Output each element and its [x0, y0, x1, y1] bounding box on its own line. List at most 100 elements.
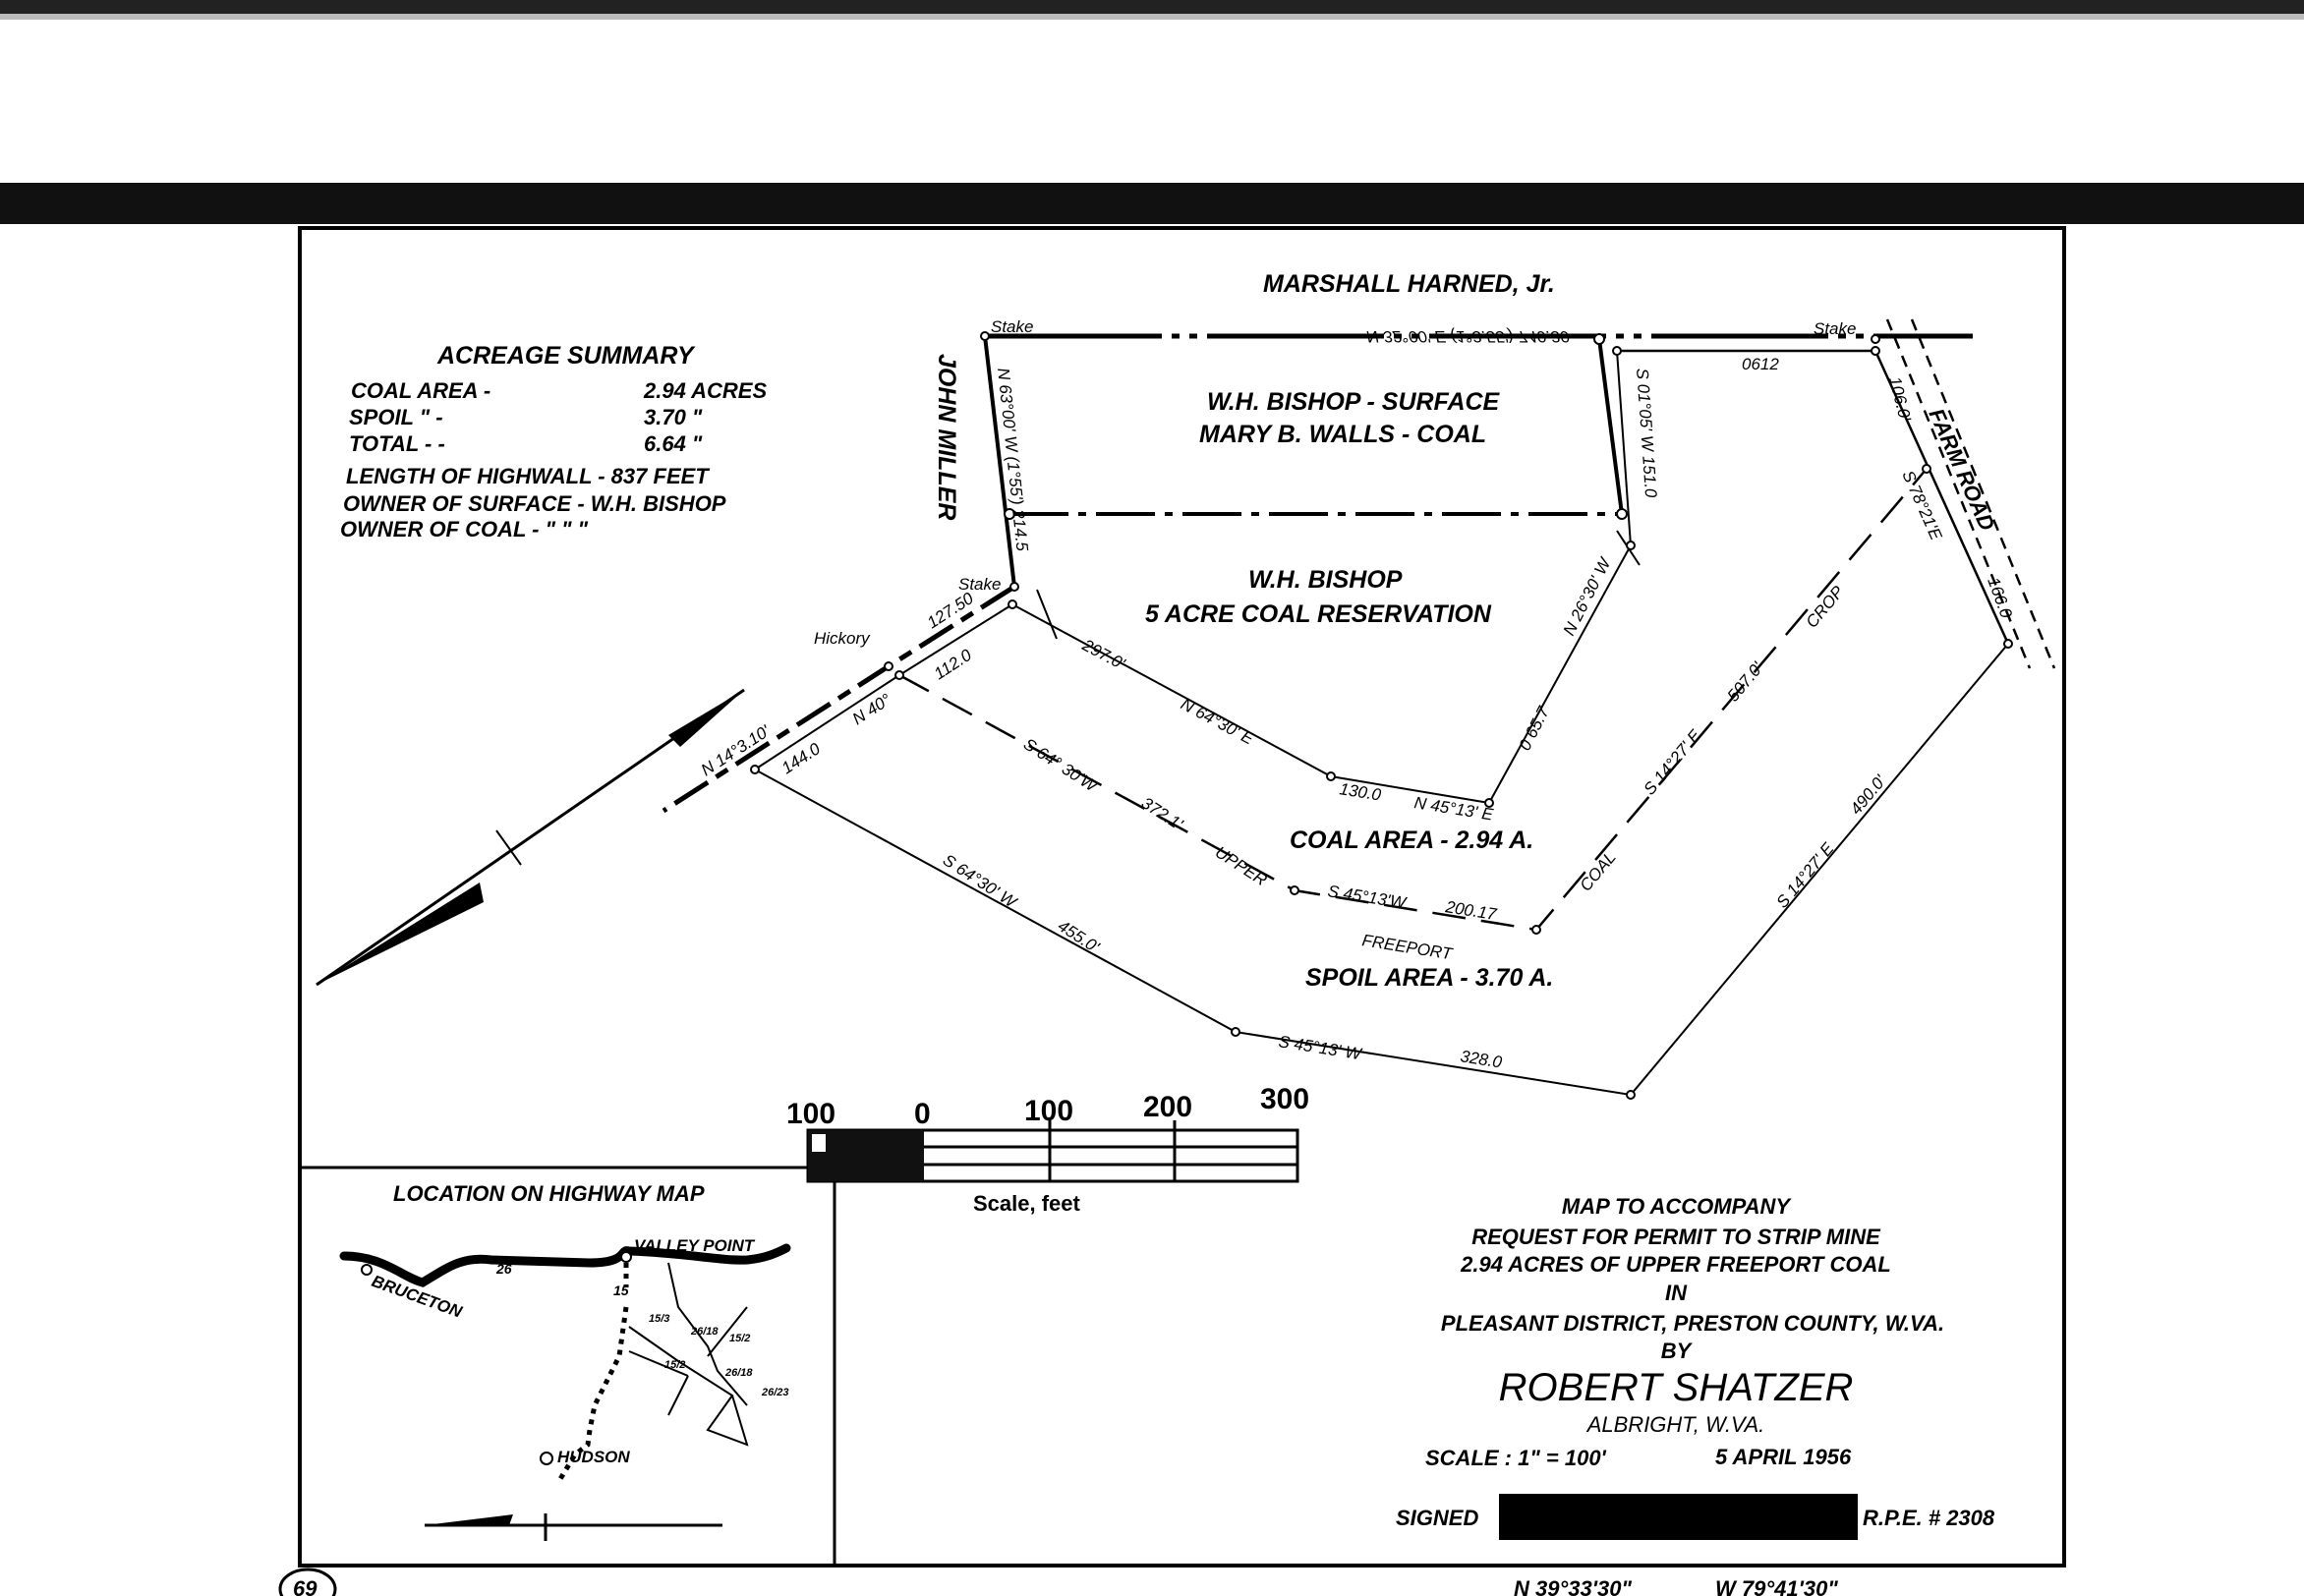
- call-upper-2: 372.1': [1138, 793, 1186, 833]
- coal-area-label: COAL AREA - 2.94 A.: [1290, 826, 1533, 854]
- upper-freeport-crop-line: [898, 468, 1928, 932]
- map-frame: [298, 226, 2066, 1568]
- east-tract-line: [1617, 349, 2010, 645]
- title-line-3: 2.94 ACRES OF UPPER FREEPORT COAL: [1460, 1252, 1891, 1277]
- title-line-6: BY: [1661, 1339, 1694, 1363]
- call-upper-4: 200.17: [1443, 897, 1498, 924]
- spoil-value: 3.70 ": [644, 405, 703, 429]
- call-coal-2: N 64°30' E: [1178, 695, 1257, 749]
- acreage-summary: ACREAGE SUMMARY COAL AREA - 2.94 ACRES S…: [340, 342, 767, 542]
- signature-redaction: [1499, 1494, 1858, 1540]
- author-location: ALBRIGHT, W.VA.: [1585, 1412, 1765, 1437]
- route-marker: 26/18: [690, 1326, 719, 1338]
- call-sw-5: 144.0: [778, 739, 824, 777]
- call-north-line: N 32°00' E (1°3.55') 740.30: [1366, 327, 1570, 346]
- highwall-length: LENGTH OF HIGHWALL - 837 FEET: [346, 464, 710, 488]
- route-marker: 26/23: [761, 1387, 789, 1398]
- scale-unit-label: Scale, feet: [973, 1191, 1081, 1216]
- scale-tick-label: 300: [1260, 1083, 1309, 1115]
- west-side-line: [754, 603, 1013, 770]
- inset-title: LOCATION ON HIGHWAY MAP: [393, 1181, 705, 1206]
- title-block: MAP TO ACCOMPANY REQUEST FOR PERMIT TO S…: [1396, 1194, 1995, 1540]
- call-spoil-3: S 45°13' W: [1277, 1032, 1364, 1063]
- route-marker: 26/18: [724, 1367, 753, 1379]
- coal-area-label: COAL AREA -: [351, 378, 490, 403]
- adjoiner-north-label: MARSHALL HARNED, Jr.: [1263, 270, 1555, 298]
- title-line-2: REQUEST FOR PERMIT TO STRIP MINE: [1471, 1225, 1881, 1249]
- call-spoil-2: 455.0': [1055, 916, 1103, 956]
- town-valley-point: VALLEY POINT: [634, 1236, 756, 1255]
- scale-tick-label: 200: [1143, 1091, 1192, 1123]
- scan-band-black: [0, 183, 2304, 224]
- tract-coal-owner: MARY B. WALLS - COAL: [1199, 421, 1486, 448]
- property-lines: [662, 318, 2056, 1100]
- call-spoil-1: S 64°30' W: [940, 850, 1021, 912]
- call-upper-5: S 14°27' E: [1641, 726, 1705, 799]
- latitude: N 39°33'30": [1514, 1576, 1632, 1596]
- title-line-5: PLEASANT DISTRICT, PRESTON COUNTY, W.VA.: [1441, 1311, 1944, 1336]
- stake-label-nw: Stake: [991, 317, 1033, 336]
- route-marker: 15: [613, 1282, 629, 1298]
- freeport-label: FREEPORT: [1360, 931, 1455, 963]
- inset-highway-map: LOCATION ON HIGHWAY MAP BRUCETON VALLEY …: [339, 1181, 791, 1541]
- hickory-label: Hickory: [814, 629, 871, 648]
- farm-road: [1885, 318, 2056, 669]
- coal-area-highwall: [1011, 544, 1632, 805]
- call-east-top: 0612: [1742, 355, 1779, 373]
- reservation-owner: W.H. BISHOP: [1248, 566, 1403, 594]
- scale-text: SCALE : 1" = 100': [1425, 1446, 1607, 1470]
- signed-label: SIGNED: [1396, 1506, 1478, 1530]
- coal-area-value: 2.94 ACRES: [643, 378, 767, 403]
- reservation-label: 5 ACRE COAL RESERVATION: [1145, 600, 1492, 628]
- town-hudson: HUDSON: [557, 1448, 630, 1466]
- secondary-roads: [628, 1262, 749, 1447]
- owner-coal: OWNER OF COAL - " " ": [340, 517, 589, 542]
- southwest-boundary: [662, 584, 1016, 814]
- acreage-heading: ACREAGE SUMMARY: [436, 342, 696, 370]
- route-marker: 15/2: [664, 1359, 685, 1371]
- spoil-area-label: SPOIL AREA - 3.70 A.: [1305, 964, 1553, 992]
- author-name: ROBERT SHATZER: [1499, 1366, 1854, 1409]
- call-upper-3: S 45°13'W: [1326, 882, 1409, 913]
- survey-points: [750, 331, 2013, 1100]
- scale-bar: 100 0 100 200 300 Scale, feet: [786, 1083, 1309, 1216]
- east-boundary: [1597, 338, 1624, 515]
- spoil-area-boundary: [754, 643, 2009, 1097]
- route-marker: 15/2: [729, 1333, 750, 1344]
- owner-surface: OWNER OF SURFACE - W.H. BISHOP: [343, 491, 726, 516]
- longitude: W 79°41'30": [1715, 1576, 1838, 1596]
- page-number-circle: [278, 1568, 337, 1596]
- call-road-1: 106.0': [1885, 374, 1915, 424]
- title-line-1: MAP TO ACCOMPANY: [1562, 1194, 1793, 1219]
- scale-tick-label: 0: [914, 1098, 931, 1130]
- route-marker: 15/3: [649, 1313, 669, 1325]
- scan-band-top-gray: [0, 14, 2304, 20]
- west-boundary: [983, 335, 1016, 588]
- total-label: TOTAL - -: [349, 431, 445, 456]
- call-upper-1: S 64° 30'W: [1020, 734, 1102, 796]
- spoil-label: SPOIL " -: [349, 405, 443, 429]
- east-tract-side: [1616, 350, 1632, 546]
- call-east-line: S 01°05' W 151.0: [1633, 368, 1660, 499]
- call-spoil-5: S 14°27' E: [1773, 839, 1838, 912]
- total-value: 6.64 ": [644, 431, 703, 456]
- route-marker: 26: [495, 1261, 512, 1277]
- tract-surface-owner: W.H. BISHOP - SURFACE: [1207, 388, 1501, 416]
- route-15: [557, 1263, 629, 1481]
- call-road-2: S 78°21'E: [1898, 468, 1945, 543]
- inset-frame: [300, 1166, 836, 1566]
- call-coal-1: 297.0': [1078, 635, 1128, 673]
- stake-label-sw: Stake: [958, 575, 1001, 594]
- call-sw-4: N 40°: [849, 690, 894, 728]
- rpe-number: R.P.E. # 2308: [1863, 1506, 1995, 1530]
- upper-label: UPPER: [1212, 842, 1270, 889]
- scan-band-top: [0, 0, 2304, 14]
- footer: 69 N 39°33'30" W 79°41'30": [278, 1568, 1838, 1596]
- scale-tick-label: 100: [1024, 1095, 1073, 1127]
- date-text: 5 APRIL 1956: [1715, 1445, 1852, 1469]
- title-line-4: IN: [1665, 1281, 1688, 1305]
- page-number: 69: [293, 1576, 317, 1596]
- inset-north-arrow-icon: [425, 1513, 722, 1541]
- stake-label-ne: Stake: [1814, 319, 1856, 338]
